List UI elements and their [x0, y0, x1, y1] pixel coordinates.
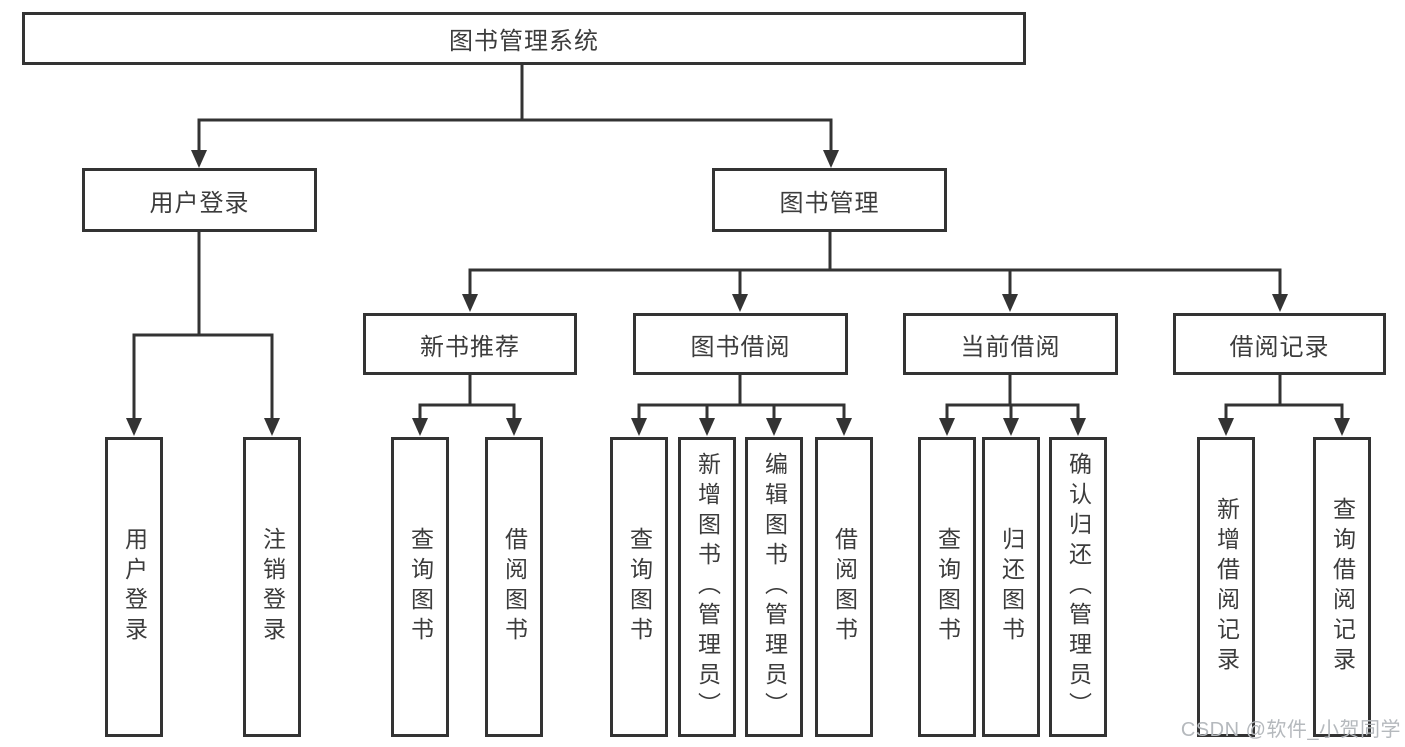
- leaf-bb-borrow-books: 借阅图书: [815, 437, 873, 737]
- leaf-cb-return-books: 归还图书: [982, 437, 1040, 737]
- leaf-cb-confirm-return-admin: 确认归还（管理员）: [1049, 437, 1107, 737]
- arrowhead: [766, 418, 782, 436]
- leaf-cb-query-books: 查询图书: [918, 437, 976, 737]
- arrowhead: [836, 418, 852, 436]
- leaf-label: 借阅图书: [831, 527, 858, 647]
- arrowhead: [939, 418, 955, 436]
- node-book-management: 图书管理: [712, 168, 947, 232]
- connector-new-book-recommend-to-leaves: [412, 375, 522, 436]
- node-label: 用户登录: [149, 189, 250, 217]
- connector-book-borrow-to-leaves: [631, 375, 852, 436]
- connector-root-to-level2: [191, 65, 839, 168]
- leaf-label: 查询图书: [934, 527, 961, 647]
- leaf-label: 查询借阅记录: [1329, 497, 1356, 677]
- connector-book-management-to-level3: [462, 232, 1288, 312]
- node-label: 图书借阅: [690, 333, 791, 361]
- arrowhead: [1003, 418, 1019, 436]
- arrowhead: [412, 418, 428, 436]
- leaf-bb-query-books: 查询图书: [610, 437, 668, 737]
- leaf-label: 编辑图书（管理员）: [761, 452, 788, 722]
- node-borrow-records: 借阅记录: [1173, 313, 1386, 375]
- arrowhead: [126, 418, 142, 436]
- leaf-label: 归还图书: [998, 527, 1025, 647]
- arrowhead: [1334, 418, 1350, 436]
- arrowhead: [506, 418, 522, 436]
- arrowhead: [1002, 294, 1018, 312]
- arrowhead: [631, 418, 647, 436]
- leaf-bb-edit-books-admin: 编辑图书（管理员）: [745, 437, 803, 737]
- node-user-login: 用户登录: [82, 168, 317, 232]
- leaf-br-add-record: 新增借阅记录: [1197, 437, 1255, 737]
- arrowhead: [699, 418, 715, 436]
- node-label: 新书推荐: [420, 333, 520, 361]
- leaf-nbr-query-books: 查询图书: [391, 437, 449, 737]
- leaf-br-query-record: 查询借阅记录: [1313, 437, 1371, 737]
- leaf-label: 注销登录: [259, 527, 286, 647]
- node-label: 图书管理: [779, 189, 880, 217]
- leaf-label: 新增借阅记录: [1213, 497, 1240, 677]
- arrowhead: [1218, 418, 1234, 436]
- node-book-borrow: 图书借阅: [633, 313, 848, 375]
- leaf-label: 查询图书: [407, 527, 434, 647]
- leaf-nbr-borrow-books: 借阅图书: [485, 437, 543, 737]
- node-new-book-recommend: 新书推荐: [363, 313, 577, 375]
- leaf-logout-login: 注销登录: [243, 437, 301, 737]
- connector-borrow-records-to-leaves: [1218, 375, 1350, 436]
- arrowhead: [823, 150, 839, 168]
- node-label: 当前借阅: [960, 333, 1061, 361]
- node-current-borrow: 当前借阅: [903, 313, 1118, 375]
- node-label: 图书管理系统: [449, 28, 599, 55]
- arrowhead: [462, 294, 478, 312]
- arrowhead: [191, 150, 207, 168]
- leaf-label: 借阅图书: [501, 527, 528, 647]
- arrowhead: [1070, 418, 1086, 436]
- arrowhead: [264, 418, 280, 436]
- connector-current-borrow-to-leaves: [939, 375, 1086, 436]
- leaf-label: 新增图书（管理员）: [694, 452, 721, 722]
- leaf-label: 用户登录: [121, 527, 148, 647]
- csdn-watermark: CSDN @软件_小贺同学: [1180, 719, 1401, 741]
- node-label: 借阅记录: [1229, 333, 1330, 361]
- node-root-system: 图书管理系统: [22, 12, 1026, 65]
- leaf-label: 确认归还（管理员）: [1065, 452, 1092, 722]
- arrowhead: [1272, 294, 1288, 312]
- arrowhead: [732, 294, 748, 312]
- connector-user-login-to-leaves: [126, 232, 280, 436]
- leaf-label: 查询图书: [626, 527, 653, 647]
- leaf-user-login: 用户登录: [105, 437, 163, 737]
- leaf-bb-add-books-admin: 新增图书（管理员）: [678, 437, 736, 737]
